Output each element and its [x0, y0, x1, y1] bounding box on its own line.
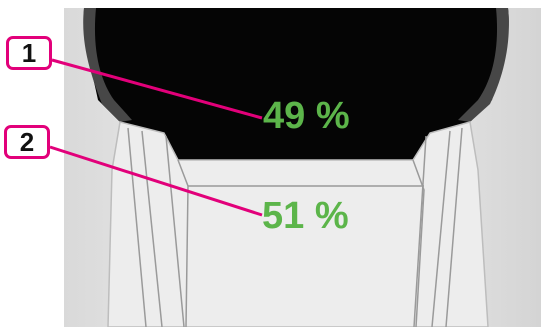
tire-inner-section: [107, 121, 489, 327]
callout-1-leader: [51, 58, 263, 120]
tire-outer-section: [83, 8, 509, 160]
callout-2-leader: [49, 145, 263, 217]
outer-section-percentage: 49 %: [263, 95, 350, 137]
right-sidewall: [458, 8, 509, 122]
left-sidewall: [83, 8, 132, 122]
callout-1-badge: 1: [6, 36, 52, 70]
callout-2-badge: 2: [4, 125, 50, 159]
inner-section-percentage: 51 %: [262, 195, 349, 237]
rim-lines: [127, 127, 463, 327]
